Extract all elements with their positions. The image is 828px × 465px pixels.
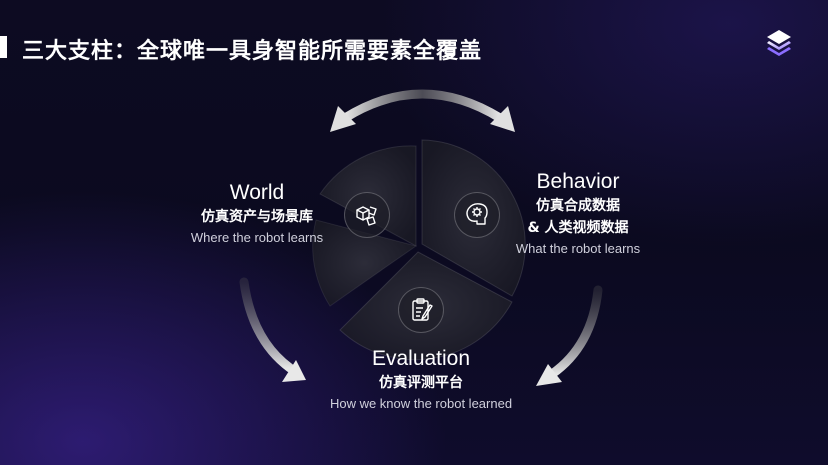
3d-assets-icon [344, 192, 390, 238]
world-title: World [229, 181, 285, 204]
world-wedge-lower [312, 219, 418, 307]
world-label: World 仿真资产与场景库 Where the robot learns [191, 180, 323, 248]
page-title: 三大支柱：全球唯一具身智能所需要素全覆盖 [22, 39, 483, 64]
world-subtitle: Where the robot learns [190, 230, 324, 245]
evaluation-label: Evaluation 仿真评测平台 How we know the robot … [330, 346, 512, 414]
clipboard-pen-icon [398, 287, 444, 333]
left-cycle-arrow [239, 277, 306, 382]
right-cycle-arrow [536, 285, 603, 386]
evaluation-subtitle: How we know the robot learned [329, 396, 513, 411]
behavior-subtitle: What the robot learns [515, 241, 641, 256]
brain-gear-icon [454, 192, 500, 238]
stacked-layers-icon [767, 30, 791, 56]
behavior-cn-line1: 仿真合成数据 [535, 198, 620, 214]
title-accent-bar [0, 36, 7, 58]
behavior-label: Behavior 仿真合成数据 & 人类视频数据 What the robot … [516, 169, 640, 259]
top-cycle-arrow [330, 89, 515, 132]
behavior-title: Behavior [536, 170, 620, 193]
behavior-cn-line2: & 人类视频数据 [527, 220, 629, 236]
evaluation-title: Evaluation [371, 347, 471, 370]
evaluation-cn-label: 仿真评测平台 [378, 375, 463, 391]
world-cn-label: 仿真资产与场景库 [200, 209, 313, 225]
